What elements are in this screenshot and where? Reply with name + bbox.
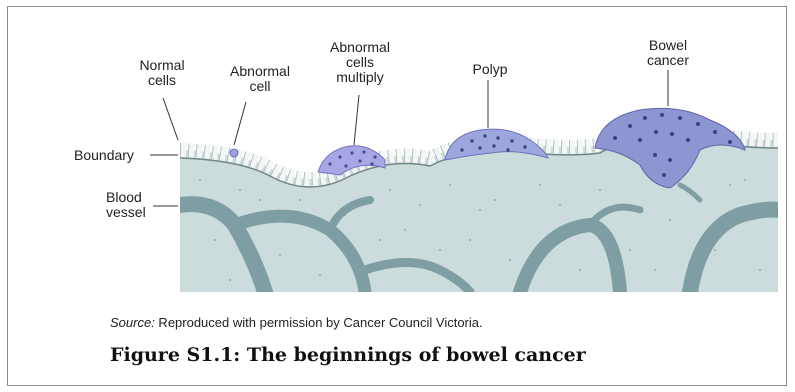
label-abnormal-cells-multiply: Abnormal cells multiply xyxy=(320,40,400,85)
source-note: Source: Reproduced with permission by Ca… xyxy=(110,315,483,330)
abnormal-cell-mark xyxy=(230,149,238,157)
label-boundary: Boundary xyxy=(74,148,134,163)
source-prefix: Source: xyxy=(110,315,155,330)
label-blood-vessel: Blood vessel xyxy=(106,190,146,220)
label-bowel-cancer: Bowel cancer xyxy=(628,38,708,68)
figure-caption: Figure S1.1: The beginnings of bowel can… xyxy=(110,344,586,366)
label-normal-cells: Normal cells xyxy=(122,58,202,88)
source-text: Reproduced with permission by Cancer Cou… xyxy=(155,315,483,330)
label-polyp: Polyp xyxy=(450,62,530,77)
label-abnormal-cell: Abnormal cell xyxy=(220,64,300,94)
